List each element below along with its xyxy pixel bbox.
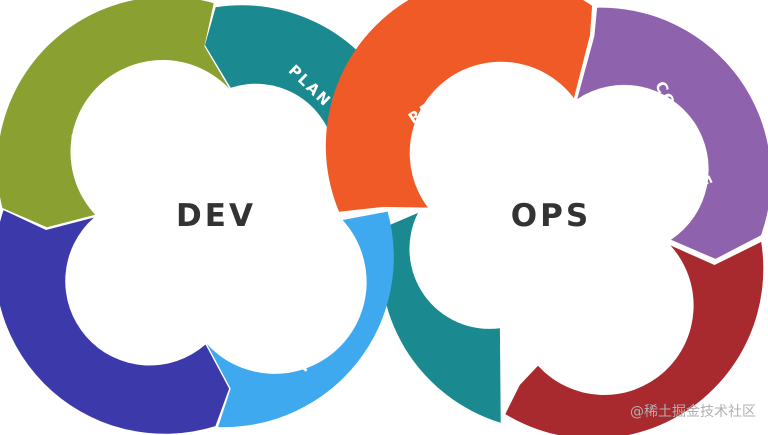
segment-configure: [577, 7, 768, 259]
segment-release: [325, 0, 593, 212]
watermark-text: @稀土掘金技术社区: [630, 404, 756, 420]
segment-verify: [0, 210, 230, 434]
ops-hub-label: OPS: [511, 198, 591, 234]
segment-create: [0, 0, 230, 228]
dev-hub-label: DEV: [176, 198, 256, 234]
segment-package: [206, 211, 394, 428]
segment-monitor: [505, 241, 764, 435]
segment-ops-teal-connector: [380, 212, 501, 423]
